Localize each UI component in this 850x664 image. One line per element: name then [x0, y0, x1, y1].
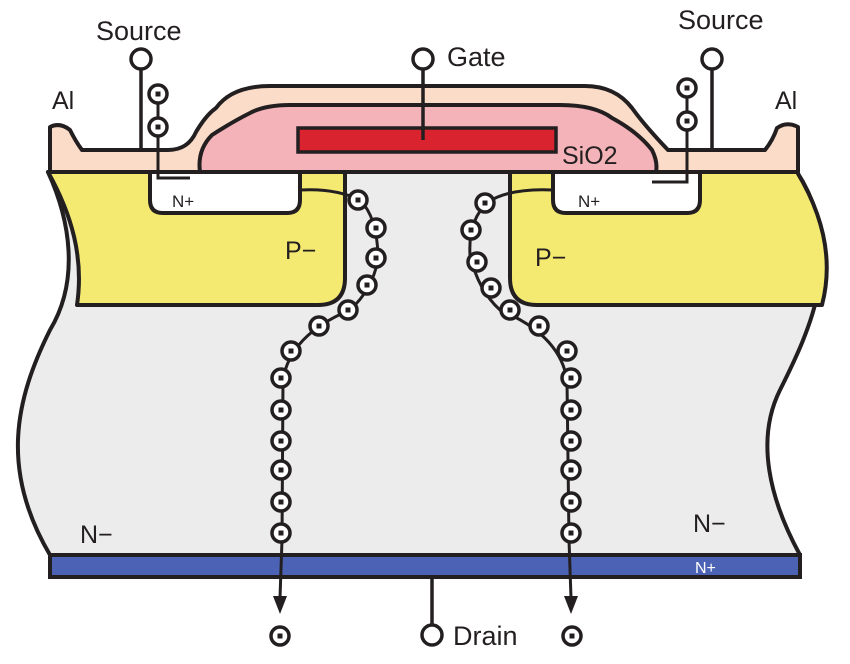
electron-source-left-electron-dot [155, 124, 161, 130]
electron-current-left-electron-dot [288, 348, 294, 354]
gate-terminal [411, 47, 435, 71]
electron-current-right-electron-dot [507, 307, 513, 313]
electron-source-right-electron-dot [684, 118, 690, 124]
sio2-label: SiO2 [562, 142, 618, 170]
n-minus-right-label: N− [693, 510, 726, 538]
electron-current-left-electron-dot [373, 255, 379, 261]
p-minus-right-label: P− [535, 244, 566, 272]
drain-terminal [420, 623, 444, 647]
n-plus-substrate [48, 553, 802, 579]
electron-current-right-electron-dot [569, 633, 575, 639]
n-minus-left-label: N− [80, 521, 113, 549]
electron-current-right-electron-dot [568, 530, 574, 536]
electron-current-right-electron-dot [568, 438, 574, 444]
source-right-terminal [700, 47, 724, 71]
gate-electrode [296, 126, 558, 154]
electron-current-right-electron-dot [568, 407, 574, 413]
electron-path-right-arrowhead [564, 596, 578, 614]
gate-label: Gate [447, 42, 506, 72]
n-plus-source-left [148, 170, 302, 215]
electron-current-left-electron-dot [278, 438, 284, 444]
electron-current-left-electron-dot [278, 499, 284, 505]
electron-current-left-electron-dot [278, 375, 284, 381]
electron-current-left-electron-dot [316, 323, 322, 329]
n-plus-left-label: N+ [172, 192, 194, 211]
drain-label: Drain [453, 621, 518, 651]
electron-current-right-electron-dot [568, 499, 574, 505]
electron-current-right-electron-dot [488, 285, 494, 291]
electron-current-left-electron-dot [364, 282, 370, 288]
al-left-label: Al [52, 87, 74, 115]
electron-current-left-electron-dot [278, 467, 284, 473]
electron-current-left-electron-dot [355, 197, 361, 203]
n-plus-source-right [551, 170, 702, 215]
p-minus-left-label: P− [285, 237, 316, 265]
electron-path-left-arrowhead [273, 596, 287, 614]
source-left-terminal [129, 47, 153, 71]
electron-source-right-electron-dot [684, 85, 690, 91]
electron-source-left-electron-dot [155, 91, 161, 97]
electron-current-right-electron-dot [536, 323, 542, 329]
electron-current-left-electron-dot [345, 307, 351, 313]
electron-markers [147, 77, 698, 647]
electron-current-right-electron-dot [468, 227, 474, 233]
electron-current-right-electron-dot [564, 348, 570, 354]
source-left-label: Source [96, 16, 182, 46]
electron-current-left-electron-dot [278, 407, 284, 413]
electron-current-right-electron-dot [568, 467, 574, 473]
electron-current-left-electron-dot [373, 225, 379, 231]
electron-current-right-electron-dot [482, 200, 488, 206]
electron-current-left-electron-dot [277, 633, 283, 639]
source-right-label: Source [678, 5, 764, 35]
n-plus-substrate-label: N+ [695, 560, 716, 577]
al-right-label: Al [775, 87, 797, 115]
electron-current-right-electron-dot [474, 259, 480, 265]
n-plus-right-label: N+ [578, 192, 600, 211]
electron-current-right-electron-dot [568, 375, 574, 381]
electron-current-left-electron-dot [278, 530, 284, 536]
